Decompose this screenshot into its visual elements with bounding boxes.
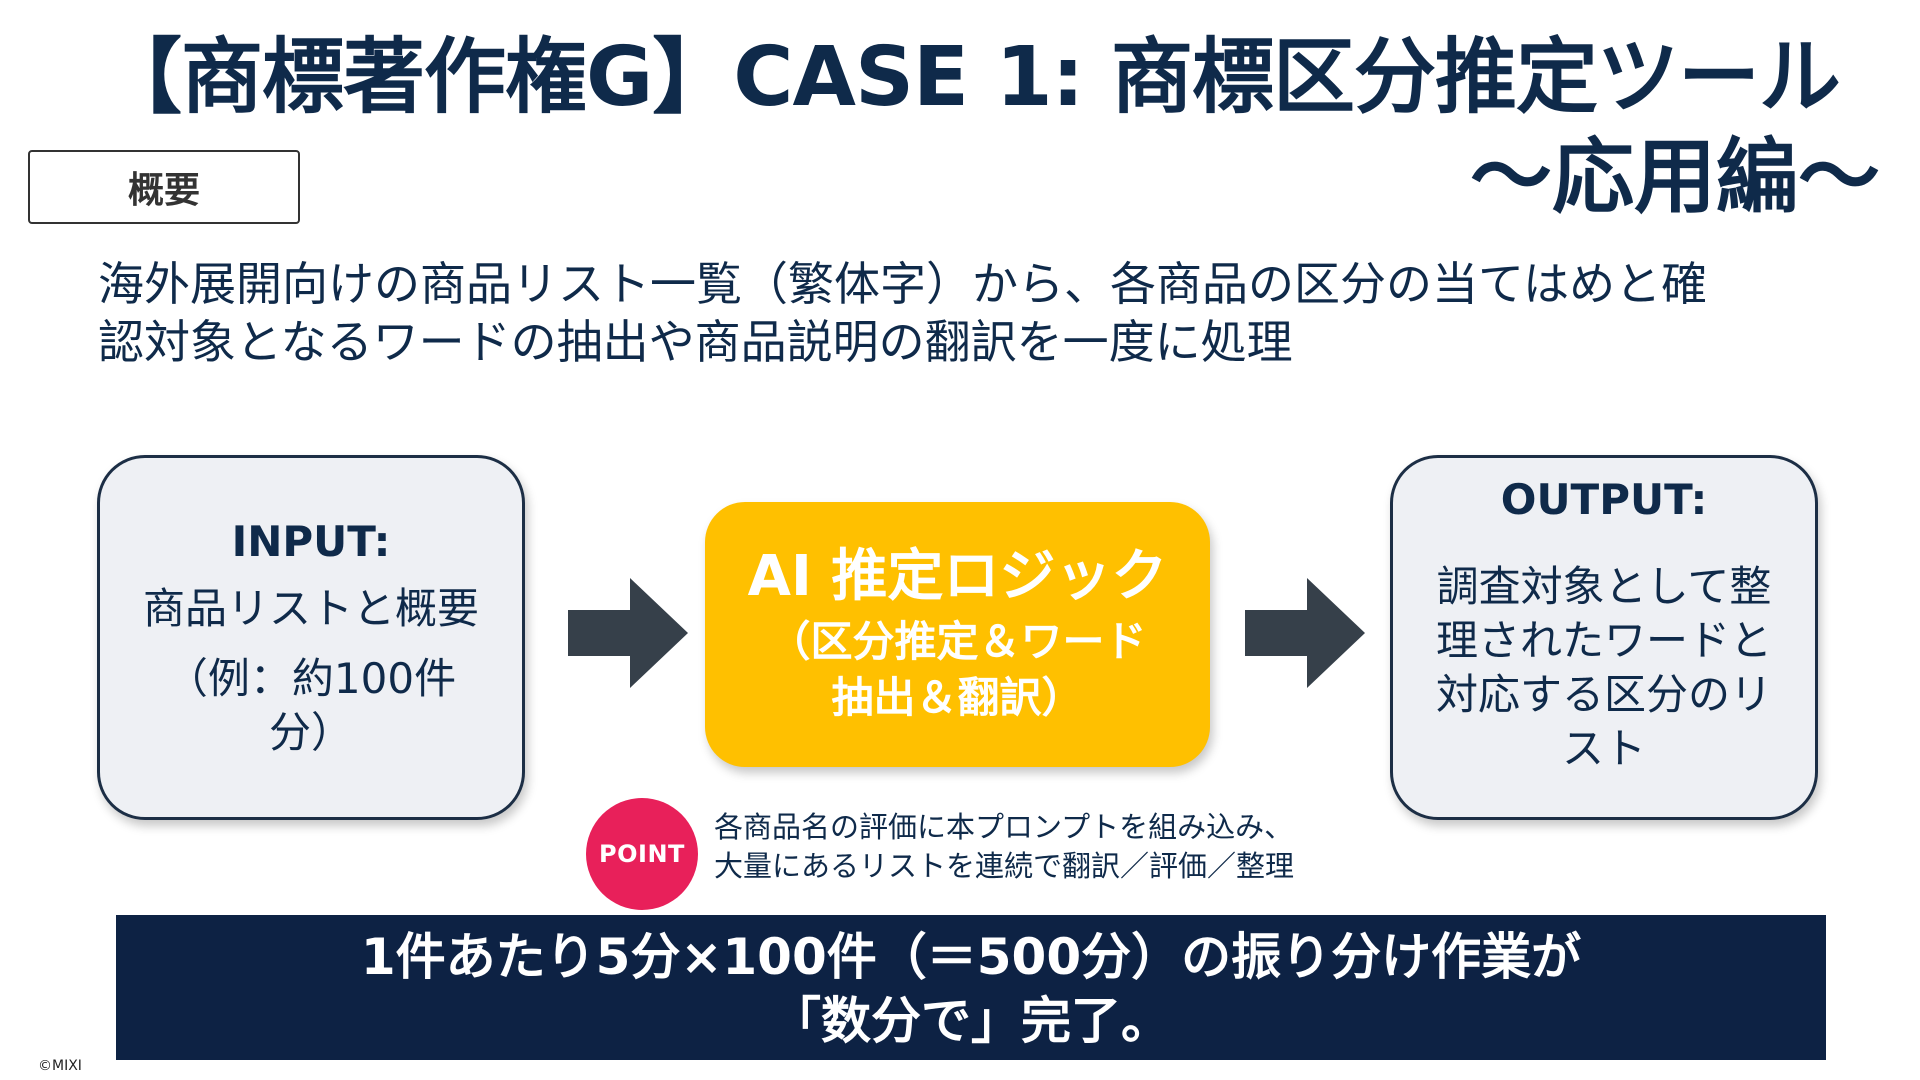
ai-line: （区分推定＆ワード [768,617,1147,666]
overview-tag: 概要 [28,150,300,224]
input-line: （例：約100件 [165,654,457,703]
point-line: 大量にあるリストを連続で翻訳／評価／整理 [714,849,1295,883]
page-subtitle: 〜応用編〜 [1469,130,1880,225]
copyright: ©MIXI [38,1058,82,1074]
result-banner: 1件あたり5分×100件（＝500分）の振り分け作業が 「数分で」完了。 [116,915,1826,1060]
output-line: 対応する区分のリ [1435,670,1772,719]
output-heading: OUTPUT: [1500,475,1708,524]
output-line: 理されたワードと [1435,616,1772,665]
point-text: 各商品名の評価に本プロンプトを組み込み、 大量にあるリストを連続で翻訳／評価／整… [714,808,1294,886]
point-line: 各商品名の評価に本プロンプトを組み込み、 [714,810,1294,844]
ai-logic-box: AI 推定ロジック （区分推定＆ワード 抽出＆翻訳） [705,502,1210,767]
description: 海外展開向けの商品リスト一覧（繁体字）から、各商品の区分の当てはめと確 認対象と… [98,255,1888,371]
ai-heading: AI 推定ロジック [747,544,1168,609]
description-line: 海外展開向けの商品リスト一覧（繁体字）から、各商品の区分の当てはめと確 [98,257,1708,311]
input-heading: INPUT: [231,517,391,566]
banner-line: 1件あたり5分×100件（＝500分）の振り分け作業が [360,928,1582,986]
description-line: 認対象となるワードの抽出や商品説明の翻訳を一度に処理 [98,315,1293,369]
right-arrow-icon [1245,578,1365,688]
ai-line: 抽出＆翻訳） [831,673,1084,722]
input-line: 分） [268,708,353,757]
input-line: 商品リストと概要 [142,584,479,633]
page-title: 【商標著作権G】CASE 1: 商標区分推定ツール [100,30,1841,125]
output-line: スト [1561,724,1646,773]
output-line: 調査対象として整 [1436,562,1772,611]
point-badge: POINT [586,798,698,910]
input-card: INPUT: 商品リストと概要 （例：約100件 分） [97,455,525,820]
right-arrow-icon [568,578,688,688]
banner-line: 「数分で」完了。 [771,992,1171,1050]
output-card: OUTPUT: 調査対象として整 理されたワードと 対応する区分のリ スト [1390,455,1818,820]
